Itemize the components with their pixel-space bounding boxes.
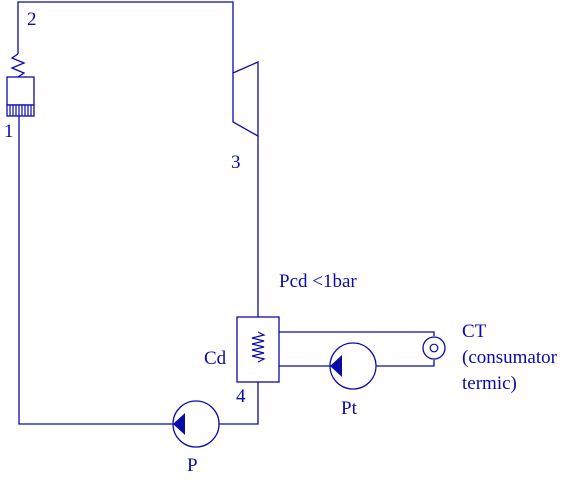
main-cycle-piping <box>17 1 259 425</box>
thermal-consumer-icon <box>422 336 446 360</box>
condenser <box>236 316 280 383</box>
coil-icon <box>251 331 266 363</box>
thermal-consumer-loop <box>279 331 435 367</box>
pipe-pump-to-1 <box>18 116 173 425</box>
pump-main-icon <box>172 400 220 448</box>
label-pump-thermal: Pt <box>341 398 358 419</box>
label-consumer-line1: CT <box>462 321 487 342</box>
label-condenser: Cd <box>204 348 227 369</box>
label-pressure-condition: Pcd <1bar <box>279 271 357 292</box>
pipe-4-to-pump <box>218 382 259 425</box>
consumer-supply-line <box>279 331 435 336</box>
pump-thermal-icon <box>329 342 377 390</box>
label-consumer-line2: (consumator <box>462 347 558 368</box>
zigzag-heater-icon <box>10 53 26 78</box>
label-point-2: 2 <box>27 9 37 30</box>
label-pump-main: P <box>187 455 198 476</box>
label-point-3: 3 <box>231 152 241 173</box>
label-point-4: 4 <box>236 386 246 407</box>
turbine-icon <box>232 61 259 138</box>
consumer-return-line <box>376 360 435 367</box>
label-point-1: 1 <box>4 121 14 142</box>
label-consumer-line3: termic) <box>462 373 517 394</box>
boiler-icon <box>6 76 35 117</box>
pipe-2-to-turbine <box>17 1 234 73</box>
